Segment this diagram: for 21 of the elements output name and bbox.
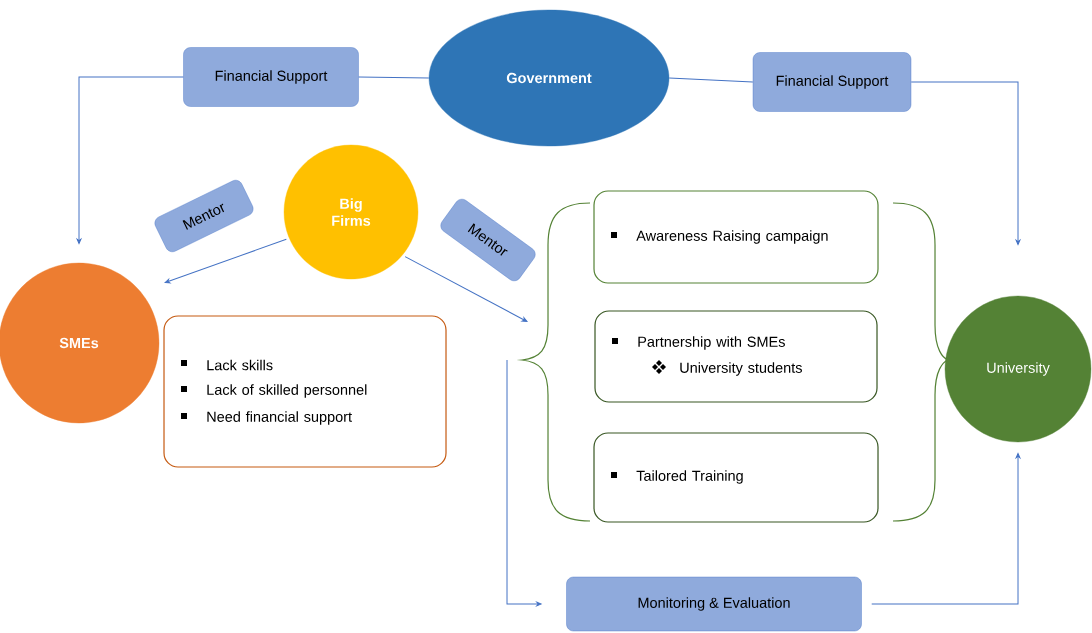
arrow	[404, 256, 528, 322]
label-box: Monitoring & Evaluation	[566, 576, 862, 632]
bullet-item: Awareness Raising campaign	[611, 230, 828, 244]
list-box	[163, 315, 447, 468]
arrow	[506, 359, 542, 607]
label-box: Financial Support	[752, 52, 912, 112]
arrow	[164, 238, 287, 284]
bullet-item: Need financial support	[181, 411, 352, 425]
bullet-item: University students	[652, 360, 802, 376]
label-box: Financial Support	[183, 47, 359, 107]
bullet-item: Partnership with SMEs	[612, 336, 785, 350]
arrow	[871, 453, 1021, 605]
bullet-item: Lack skills	[181, 359, 273, 371]
list-box	[593, 432, 879, 523]
bullet-item: Lack of skilled personnel	[181, 384, 367, 398]
list-box	[594, 310, 878, 403]
arrow	[910, 81, 1021, 246]
bullet-item: Tailored Training	[611, 470, 743, 484]
oval: Government	[428, 9, 670, 147]
list-box	[593, 190, 879, 284]
arrow	[76, 76, 184, 245]
